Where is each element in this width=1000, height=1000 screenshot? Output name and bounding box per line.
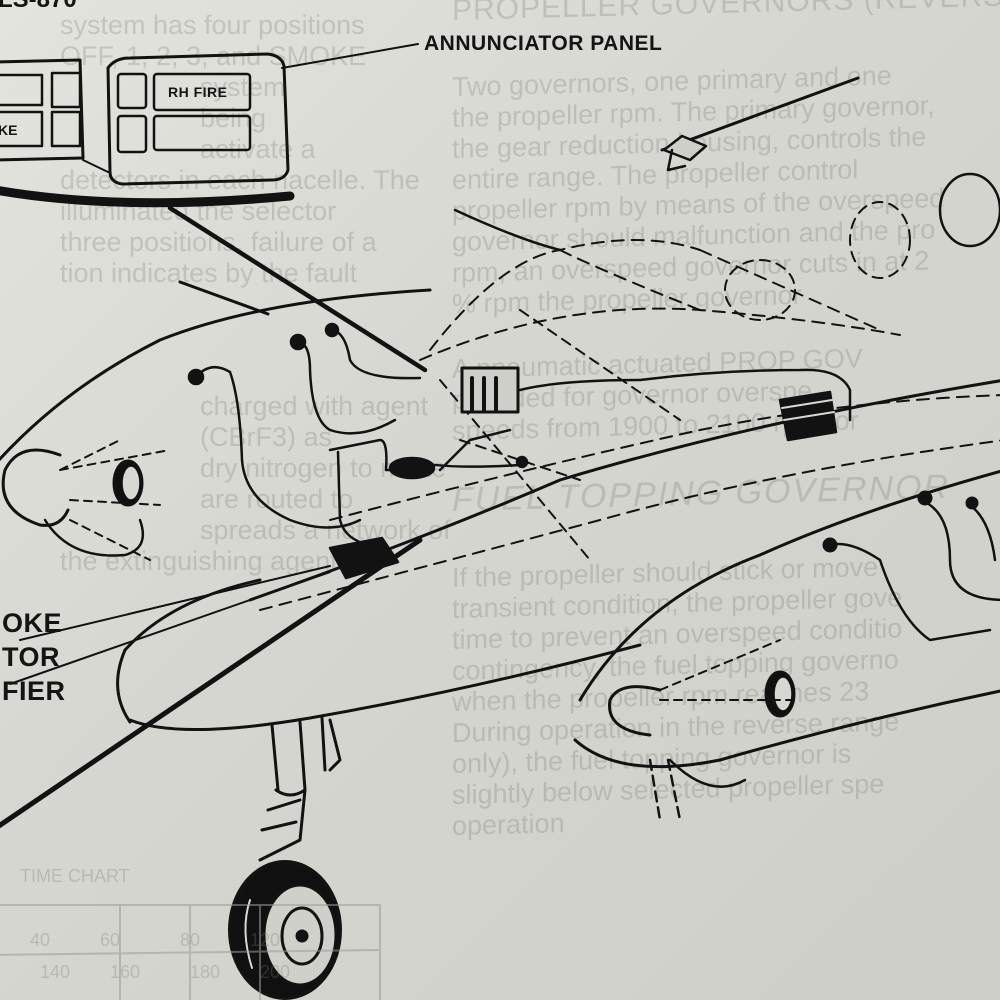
nose-landing-gear bbox=[228, 716, 342, 1000]
detector-wiring bbox=[187, 322, 852, 580]
smoke-legend: KE bbox=[0, 122, 18, 138]
background-text-line: are routed to bbox=[200, 484, 354, 514]
background-text-line: the extinguishing agent bbox=[60, 546, 338, 576]
chart-value: 60 bbox=[100, 930, 121, 950]
chart-title: TIME CHART bbox=[20, 866, 130, 886]
chart-value: 160 bbox=[110, 962, 141, 982]
antenna bbox=[660, 76, 860, 172]
annunciator-panel-label: ANNUNCIATOR PANEL bbox=[424, 32, 663, 55]
fuselage-outline bbox=[0, 288, 642, 731]
background-text-line: being bbox=[200, 103, 267, 133]
chart-value: 140 bbox=[40, 962, 71, 982]
right-nacelle bbox=[573, 469, 1000, 822]
rh-fire-lamp bbox=[152, 72, 252, 112]
background-text-line: system has four positions bbox=[60, 10, 365, 40]
background-text-line: (CBrF3) as bbox=[200, 422, 333, 452]
rh-fire-legend: RH FIRE bbox=[168, 84, 228, 100]
page-id-label: LS-870 bbox=[0, 0, 77, 14]
chart-value: 200 bbox=[260, 962, 291, 982]
chart-value: 40 bbox=[30, 930, 51, 950]
callout-line-1: OKE bbox=[2, 608, 63, 638]
callout-line-2: TOR bbox=[2, 642, 61, 672]
chart-value: 120 bbox=[250, 930, 281, 950]
background-text-line: tion indicates by the fault bbox=[60, 258, 358, 288]
callout-line-3: FIER bbox=[2, 676, 66, 706]
annunciator-panel bbox=[0, 52, 295, 208]
background-text-line: three positions, failure of a bbox=[60, 227, 377, 257]
chart-value: 180 bbox=[190, 962, 221, 982]
chart-value: 80 bbox=[180, 930, 201, 950]
background-text-line: system bbox=[200, 72, 286, 102]
time-chart-frame bbox=[0, 904, 381, 1000]
